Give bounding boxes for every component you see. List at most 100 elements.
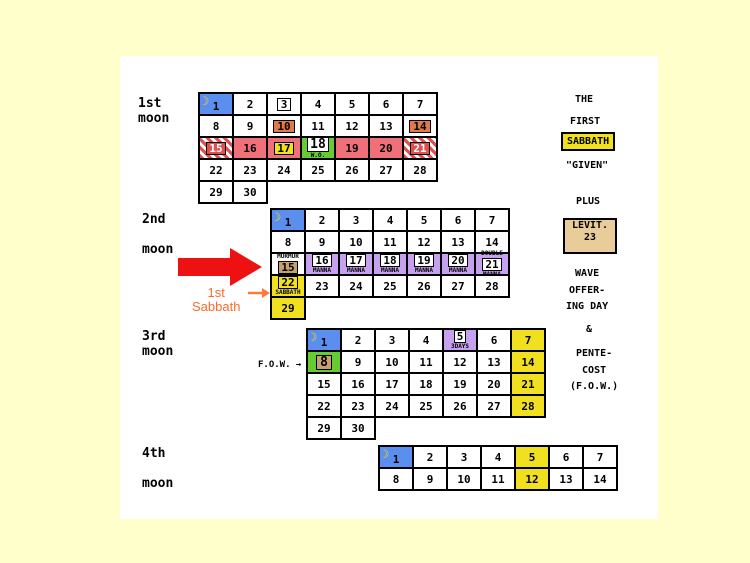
wave-offering-label: W.O.	[310, 152, 326, 159]
moon3-day-cell: 24	[374, 394, 410, 418]
day-number: 7	[524, 333, 532, 347]
moon1-day-cell: 10	[266, 114, 302, 138]
moon1-day-cell: 22	[198, 158, 234, 182]
day-number: 26	[345, 163, 359, 177]
fow-label: F.O.W. →	[258, 360, 302, 370]
moon3-day-cell: 22	[306, 394, 342, 418]
moon1-day-cell: 21	[402, 136, 438, 160]
day-number: 30	[243, 185, 257, 199]
day-number: 28	[413, 163, 427, 177]
moon1-day-cell: 15	[198, 136, 234, 160]
day-number: 30	[351, 421, 365, 435]
day-number: 15	[206, 141, 226, 155]
moon3-day-cell: 16	[340, 372, 376, 396]
day-number: 16	[312, 254, 332, 267]
day-number: 6	[382, 97, 390, 111]
moon3-day-cell: 29	[306, 416, 342, 440]
day-number: 11	[383, 235, 397, 249]
moon1-day-cell: 28	[402, 158, 438, 182]
moon2-day-cell: 9	[304, 230, 340, 254]
day-number: 18	[419, 377, 433, 391]
day-number: 11	[491, 472, 505, 486]
day-number: 22	[209, 163, 223, 177]
day-number: 2	[354, 333, 362, 347]
day-number: 1	[392, 453, 400, 466]
moon4-day-cell: 5	[514, 445, 550, 469]
moon4-day-cell: 12	[514, 467, 550, 491]
day-number: 15	[317, 377, 331, 391]
day-number: 3	[460, 450, 468, 464]
day-number: 13	[487, 355, 501, 369]
day-number: 10	[385, 355, 399, 369]
day-number: 7	[488, 213, 496, 227]
moon3-day-cell: 23	[340, 394, 376, 418]
day-number: 2	[426, 450, 434, 464]
moon4-day-cell: 4	[480, 445, 516, 469]
moon3-day-cell: 3	[374, 328, 410, 352]
moon1-day-cell: 3	[266, 92, 302, 116]
moon1-day-cell: 17	[266, 136, 302, 160]
three-days-label: 3DAYS	[450, 343, 470, 350]
moon3-day-cell: 26	[442, 394, 478, 418]
day-number: 28	[485, 279, 499, 293]
moon1-day-cell: 13	[368, 114, 404, 138]
day-number: 23	[243, 163, 257, 177]
day-number: 9	[354, 355, 362, 369]
day-number: 1	[320, 336, 328, 349]
moon2-day-cell: 24	[338, 274, 374, 298]
day-number: 20	[448, 254, 468, 267]
moon1-day-cell: 19	[334, 136, 370, 160]
sidebar-sabbath-box: SABBATH	[561, 132, 616, 151]
sabbath-label: SABBATH	[275, 289, 301, 296]
moon3-day-cell: ☽1	[306, 328, 342, 352]
day-number: 10	[349, 235, 363, 249]
moon3-day-cell: 17	[374, 372, 410, 396]
moon1-day-cell: 9	[232, 114, 268, 138]
manna-label: MANNA	[448, 267, 468, 274]
moon1-day-cell: 25	[300, 158, 336, 182]
day-number: 9	[246, 119, 254, 133]
day-number: 29	[317, 421, 331, 435]
moon2-day-cell: 4	[372, 208, 408, 232]
moon2-day-cell: 29	[270, 296, 306, 320]
day-number: 25	[311, 163, 325, 177]
moon4-day-cell: 8	[378, 467, 414, 491]
day-number: 4	[494, 450, 502, 464]
moon4-day-cell: 10	[446, 467, 482, 491]
day-number: 4	[386, 213, 394, 227]
moon4-day-cell: 9	[412, 467, 448, 491]
moon3-day-cell: 8	[306, 350, 342, 374]
day-number: 3	[352, 213, 360, 227]
moon2-day-cell: 7	[474, 208, 510, 232]
day-number: 17	[346, 254, 366, 267]
day-number: 12	[453, 355, 467, 369]
moon3-day-cell: 12	[442, 350, 478, 374]
day-number: 12	[525, 472, 539, 486]
day-number: 8	[212, 119, 220, 133]
moon1-day-cell: 24	[266, 158, 302, 182]
day-number: 10	[273, 119, 295, 133]
manna-label: MANNA	[312, 267, 332, 274]
moon2-day-cell: 26	[406, 274, 442, 298]
sidebar-first: FIRST	[570, 116, 601, 127]
day-number: 3	[276, 97, 292, 111]
day-number: 14	[521, 355, 535, 369]
manna-label: MANNA	[346, 267, 366, 274]
day-number: 5	[528, 450, 536, 464]
moon4-day-cell: 2	[412, 445, 448, 469]
day-number: 25	[419, 399, 433, 413]
moon1-day-cell: ☽1	[198, 92, 234, 116]
day-number: 11	[311, 119, 325, 133]
day-number: 24	[277, 163, 291, 177]
sidebar-given: "GIVEN"	[566, 160, 609, 171]
sidebar-plus: PLUS	[576, 196, 601, 207]
moon4-day-cell: 11	[480, 467, 516, 491]
